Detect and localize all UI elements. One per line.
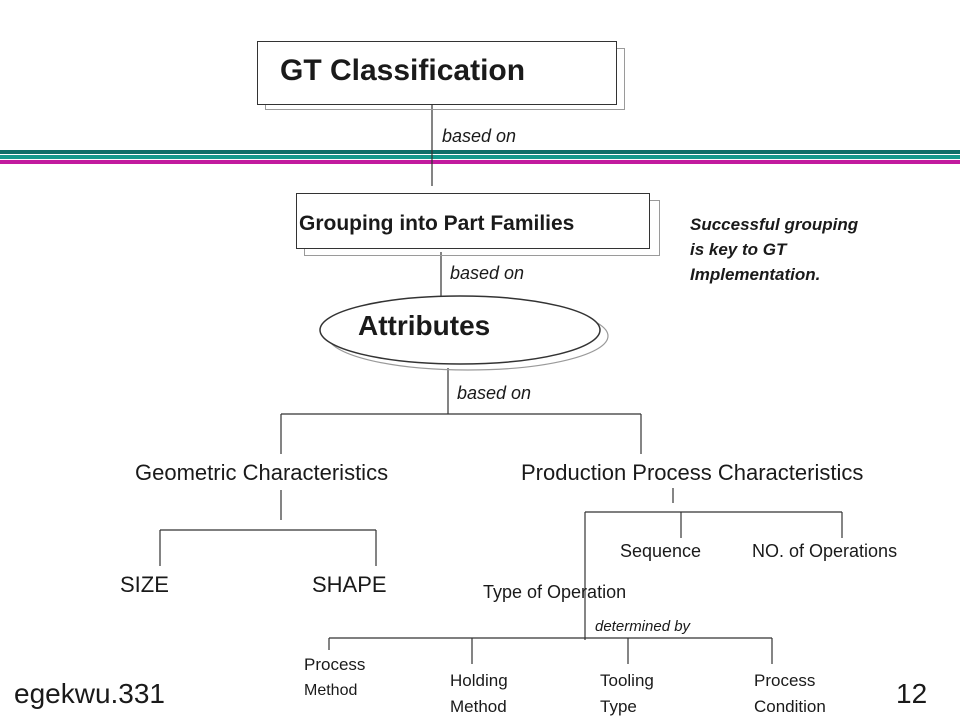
shape-label: SHAPE (312, 572, 387, 597)
type-of-operation-label: Type of Operation (483, 582, 627, 602)
middle-box: Grouping into Part Families (296, 193, 650, 249)
process-method-line-1: Process (304, 655, 366, 674)
footer-author: egekwu.331 (14, 678, 166, 709)
middle-box-title: Grouping into Part Families (299, 212, 575, 235)
attributes-title: Attributes (358, 310, 491, 341)
note-line-3: Implementation. (690, 265, 821, 284)
tooling-type-line-1: Tooling (600, 671, 654, 690)
decor-band-magenta (0, 160, 960, 164)
top-box-title: GT Classification (280, 54, 526, 87)
attributes-ellipse (319, 295, 601, 365)
page-number: 12 (896, 678, 928, 709)
process-condition-line-1: Process (754, 671, 816, 690)
note-line-1: Successful grouping (690, 215, 859, 234)
size-label: SIZE (120, 572, 169, 597)
geometric-characteristics-label: Geometric Characteristics (135, 460, 389, 485)
holding-method-line-1: Holding (450, 671, 508, 690)
process-condition-label: Process Condition (754, 668, 826, 720)
num-operations-label: NO. of Operations (752, 541, 898, 561)
production-process-characteristics-label: Production Process Characteristics (521, 460, 864, 485)
holding-method-line-2: Method (450, 697, 507, 716)
note-text: Successful grouping is key to GT Impleme… (690, 212, 950, 287)
note-line-2: is key to GT (690, 240, 787, 259)
decor-band-teal (0, 155, 960, 159)
process-method-line-2: Method (304, 682, 358, 699)
tooling-type-line-2: Type (600, 697, 637, 716)
sequence-label: Sequence (620, 541, 702, 561)
tooling-type-label: Tooling Type (600, 668, 654, 720)
top-box: GT Classification (257, 41, 617, 105)
decor-band-top (0, 150, 960, 154)
holding-method-label: Holding Method (450, 668, 508, 720)
based-on-label-1: based on (442, 126, 517, 146)
process-method-label: Process Method (304, 652, 365, 704)
based-on-label-2: based on (450, 263, 525, 283)
based-on-label-3: based on (457, 383, 532, 403)
process-condition-line-2: Condition (754, 697, 826, 716)
determined-by-label: determined by (595, 618, 691, 635)
